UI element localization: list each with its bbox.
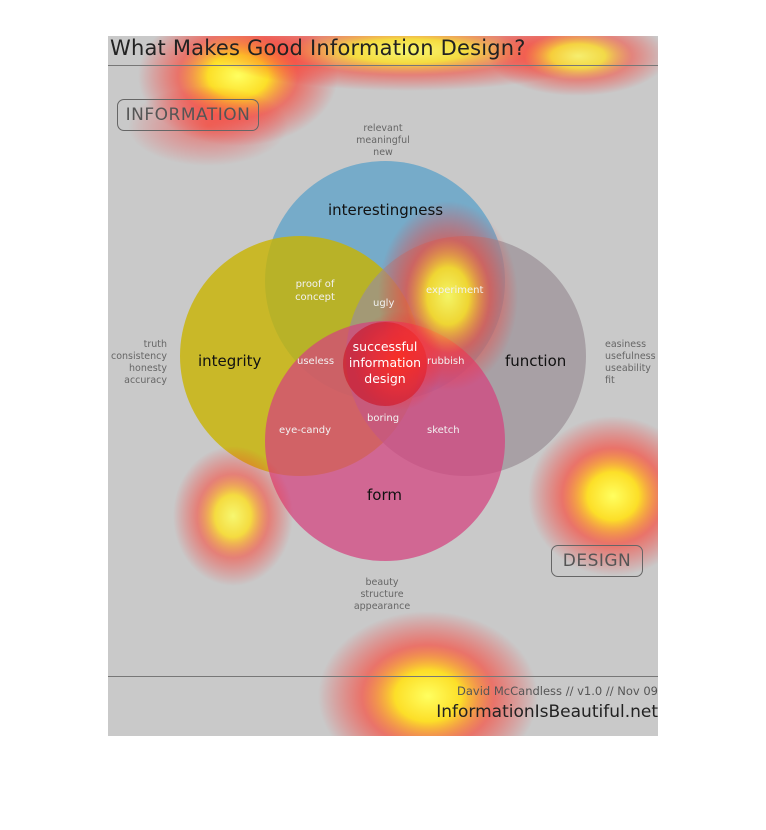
design-label: DESIGN bbox=[551, 545, 643, 577]
overlap-boring: boring bbox=[367, 413, 400, 424]
overlap-ugly: ugly bbox=[373, 298, 395, 309]
overlap-rubbish: rubbish bbox=[427, 356, 465, 367]
function-attributes: easiness usefulness useability fit bbox=[605, 339, 656, 386]
site-name: InformationIsBeautiful.net bbox=[436, 702, 658, 722]
form-attributes: beauty structure appearance bbox=[353, 577, 411, 612]
function-label: function bbox=[505, 352, 567, 370]
page-title: What Makes Good Information Design? bbox=[110, 36, 526, 60]
poster: What Makes Good Information Design? INFO… bbox=[108, 36, 658, 736]
form-label: form bbox=[367, 486, 402, 504]
overlap-proof-of-concept: proof of concept bbox=[295, 279, 335, 303]
overlap-eye-candy: eye-candy bbox=[279, 425, 332, 436]
title-divider bbox=[108, 65, 658, 66]
credit-text: David McCandless // v1.0 // Nov 09 bbox=[457, 684, 658, 698]
information-label: INFORMATION bbox=[117, 99, 259, 131]
heatmap-overlay bbox=[128, 36, 658, 736]
overlap-useless: useless bbox=[297, 356, 335, 367]
integrity-attributes: truth consistency honesty accuracy bbox=[110, 339, 167, 386]
overlap-experiment: experiment bbox=[426, 285, 484, 296]
interestingness-attributes: relevant meaningful new bbox=[356, 123, 410, 158]
interestingness-label: interestingness bbox=[328, 201, 444, 219]
overlap-sketch: sketch bbox=[427, 425, 460, 436]
venn-diagram bbox=[128, 36, 658, 736]
integrity-label: integrity bbox=[198, 352, 262, 370]
footer-divider bbox=[108, 676, 658, 677]
core-label: successful information design bbox=[348, 339, 422, 386]
